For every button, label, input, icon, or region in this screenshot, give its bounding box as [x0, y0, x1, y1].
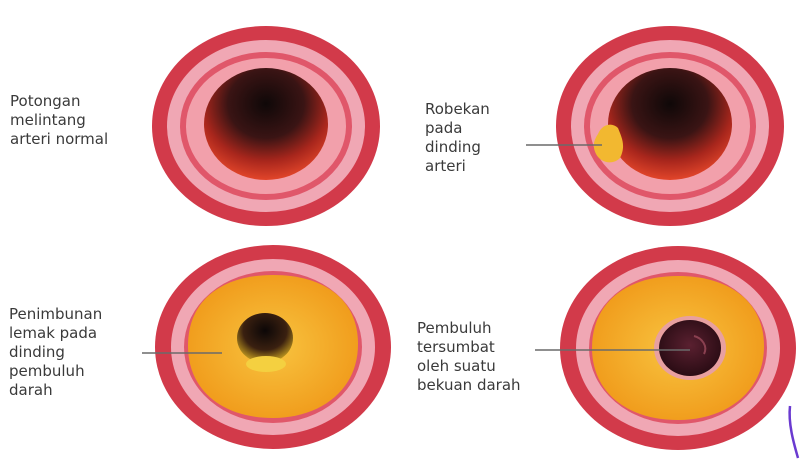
label-blood-clot: Pembuluh tersumbat oleh suatu bekuan dar… — [417, 319, 521, 395]
label-normal-artery: Potongan melintang arteri normal — [10, 92, 108, 149]
artery-fat — [155, 245, 391, 449]
artery-normal — [152, 26, 380, 226]
lumen — [608, 68, 732, 180]
label-fat-buildup: Penimbunan lemak pada dinding pembuluh d… — [9, 305, 102, 400]
pen-mark — [790, 406, 798, 458]
blood-clot — [659, 320, 721, 376]
label-torn-artery: Robekan pada dinding arteri — [425, 100, 490, 176]
narrowed-lumen — [237, 313, 293, 363]
artery-clot — [560, 246, 796, 450]
plaque-highlight — [246, 356, 286, 372]
artery-torn — [556, 26, 784, 226]
lumen — [204, 68, 328, 180]
